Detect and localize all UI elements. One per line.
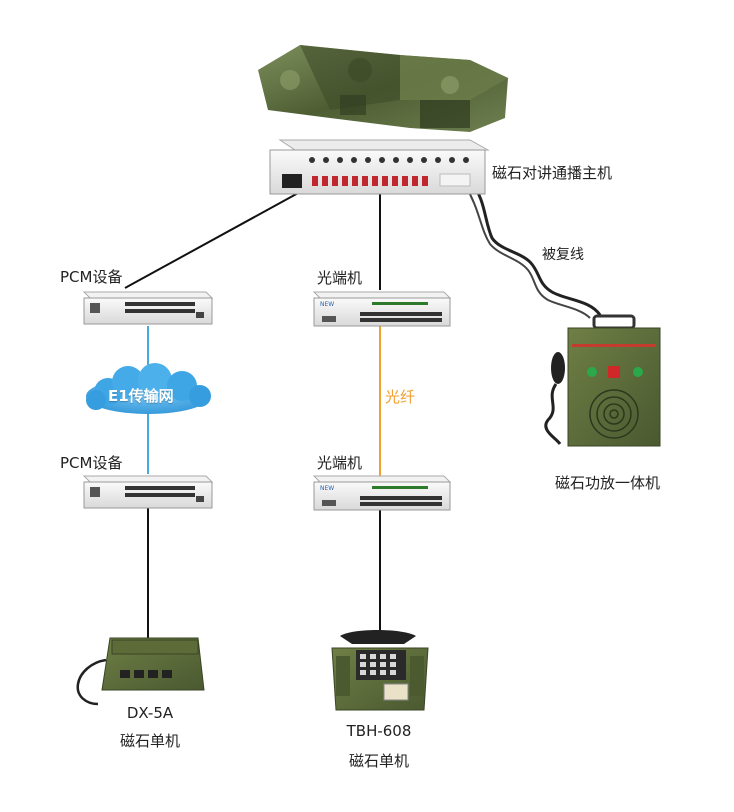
e1-network-cloud (86, 363, 211, 414)
camouflage-tent (258, 45, 508, 132)
svg-text:NEW: NEW (320, 301, 334, 308)
main-host-label: 磁石对讲通播主机 (492, 164, 613, 182)
cable-label: 被复线 (542, 247, 584, 263)
svg-text:NEW: NEW (320, 485, 334, 492)
pcm-bottom-label: PCM设备 (60, 454, 123, 472)
pcm-device-top (82, 291, 214, 325)
amplifier-label: 磁石功放一体机 (555, 474, 661, 492)
connections (124, 179, 602, 640)
tbh-608-model-label: TBH-608 (346, 722, 412, 740)
coiled-cable-2 (464, 184, 591, 319)
pcm-device-bottom (82, 475, 214, 509)
coiled-cable (468, 179, 602, 316)
optical-top-label: 光端机 (317, 269, 363, 287)
pcm-top-label: PCM设备 (60, 268, 123, 286)
tbh-608-phone (331, 630, 429, 711)
fiber-label: 光纤 (385, 388, 416, 406)
e1-network-label: E1传输网 (108, 387, 174, 405)
dx-5a-model-label: DX-5A (126, 704, 174, 722)
dx-5a-phone-label: 磁石单机 (119, 732, 181, 750)
dx-5a-phone (76, 637, 205, 706)
tbh-608-phone-label: 磁石单机 (348, 752, 410, 770)
amplifier-unit (544, 314, 661, 447)
optical-terminal-bottom: NEW (312, 475, 452, 511)
link-host-to-pcm (124, 191, 301, 289)
optical-terminal-top: NEW (312, 291, 452, 327)
optical-bottom-label: 光端机 (317, 454, 363, 472)
main-host-device (269, 139, 490, 195)
